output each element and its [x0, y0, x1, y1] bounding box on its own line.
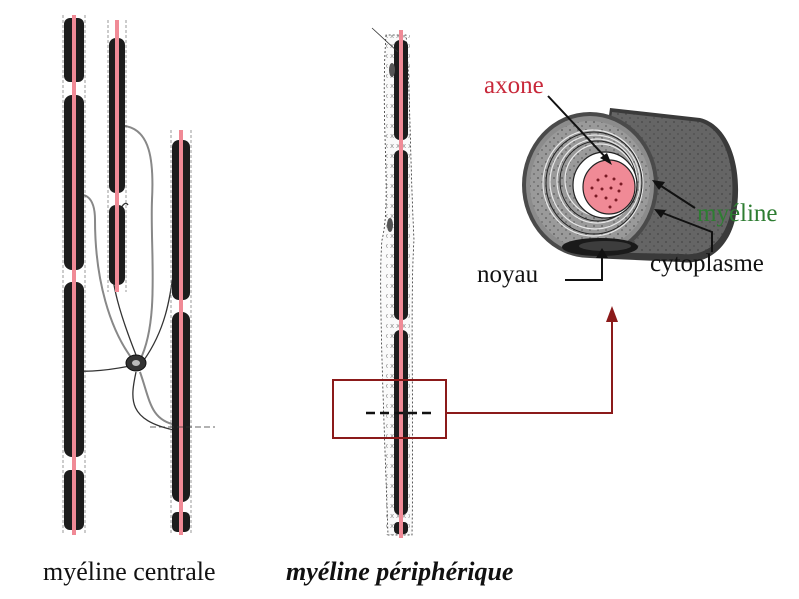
- label-axone: axone: [484, 72, 544, 99]
- label-myeline: myéline: [697, 200, 778, 227]
- central-myelin-illustration: [62, 15, 215, 535]
- central-fiber-2: [107, 20, 127, 292]
- peripheral-myelin-illustration: [332, 27, 447, 538]
- fiber-cross-section: [522, 108, 739, 263]
- section-highlight-box: [332, 379, 447, 439]
- zoom-arrow: [446, 318, 613, 414]
- label-cytoplasme: cytoplasme: [650, 250, 764, 277]
- zoom-arrow-head: [606, 306, 618, 322]
- central-fiber-1: [62, 15, 86, 535]
- caption-central-myelin: myéline centrale: [43, 557, 216, 586]
- label-noyau: noyau: [477, 261, 539, 288]
- caption-peripheral-myelin: myéline périphérique: [286, 557, 513, 586]
- central-fiber-3: [150, 130, 215, 535]
